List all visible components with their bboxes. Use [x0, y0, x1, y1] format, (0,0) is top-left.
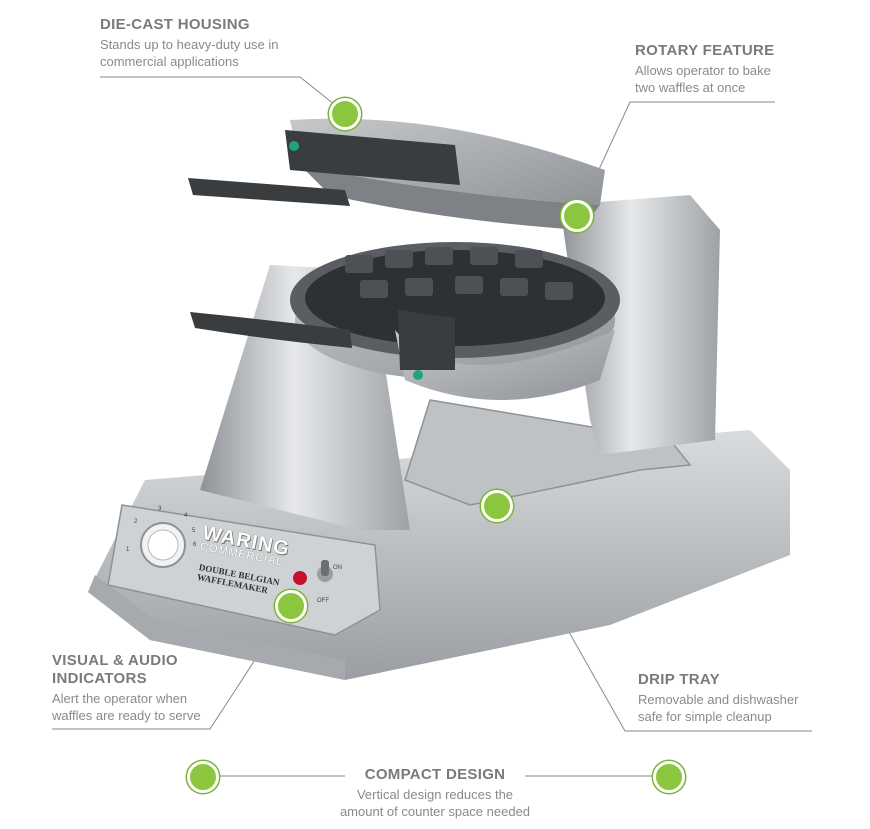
dial-mark-2: 2: [134, 519, 138, 525]
switch-on-label: ON: [333, 565, 342, 571]
indicators-marker[interactable]: [275, 590, 307, 622]
drip-tray-title: DRIP TRAY: [638, 671, 720, 688]
rotary-title: ROTARY FEATURE: [635, 42, 775, 59]
compact-design-left-marker[interactable]: [187, 761, 219, 793]
dial-mark-5: 5: [192, 528, 196, 534]
drip-tray-desc: Removable and dishwasher safe for simple…: [638, 691, 798, 725]
dial-mark-1: 1: [126, 547, 130, 553]
indicators-callout: VISUAL & AUDIO INDICATORS Alert the oper…: [52, 652, 201, 724]
drip-tray-callout: DRIP TRAY Removable and dishwasher safe …: [638, 671, 798, 725]
die-cast-line-1: Stands up to heavy-duty use in: [100, 37, 279, 52]
dial-mark-6: 6: [193, 542, 197, 548]
indicators-title: VISUAL & AUDIO INDICATORS: [52, 652, 201, 688]
die-cast-line-2: commercial applications: [100, 54, 239, 69]
indicators-line-2: waffles are ready to serve: [52, 708, 201, 723]
compact-title: COMPACT DESIGN: [364, 766, 506, 783]
switch-off-label: OFF: [317, 598, 329, 604]
rotary-feature-marker[interactable]: [561, 200, 593, 232]
rotary-line-2: two waffles at once: [635, 80, 746, 95]
drip-tray-line-1: Removable and dishwasher: [638, 692, 799, 707]
die-cast-housing-marker[interactable]: [329, 98, 361, 130]
compact-design-right-marker[interactable]: [653, 761, 685, 793]
indicators-title-2: INDICATORS: [52, 670, 147, 687]
indicators-desc: Alert the operator when waffles are read…: [52, 690, 201, 724]
ready-indicator-light: [293, 571, 307, 585]
lower-handle: [190, 312, 352, 348]
die-cast-callout: DIE-CAST HOUSING Stands up to heavy-duty…: [100, 16, 279, 70]
compact-callout: COMPACT DESIGN Vertical design reduces t…: [305, 766, 565, 820]
dial-mark-3: 3: [158, 506, 162, 512]
die-cast-desc: Stands up to heavy-duty use in commercia…: [100, 36, 279, 70]
upper-handle: [188, 178, 350, 206]
compact-line-2: amount of counter space needed: [339, 804, 531, 819]
rear-column: [560, 195, 720, 455]
die-cast-title: DIE-CAST HOUSING: [100, 16, 250, 33]
indicators-line-1: Alert the operator when: [52, 691, 188, 706]
compact-desc: Vertical design reduces the amount of co…: [305, 786, 565, 820]
compact-line-1: Vertical design reduces the: [356, 787, 514, 802]
drip-tray-marker[interactable]: [481, 490, 513, 522]
rotary-line-1: Allows operator to bake: [635, 63, 771, 78]
dial-mark-4: 4: [184, 513, 188, 519]
drip-tray: [404, 399, 692, 506]
power-switch: [321, 560, 329, 576]
drip-tray-line-2: safe for simple cleanup: [638, 709, 772, 724]
indicators-title-1: VISUAL & AUDIO: [52, 652, 178, 669]
rotary-desc: Allows operator to bake two waffles at o…: [635, 62, 774, 96]
rotary-callout: ROTARY FEATURE Allows operator to bake t…: [635, 42, 774, 96]
